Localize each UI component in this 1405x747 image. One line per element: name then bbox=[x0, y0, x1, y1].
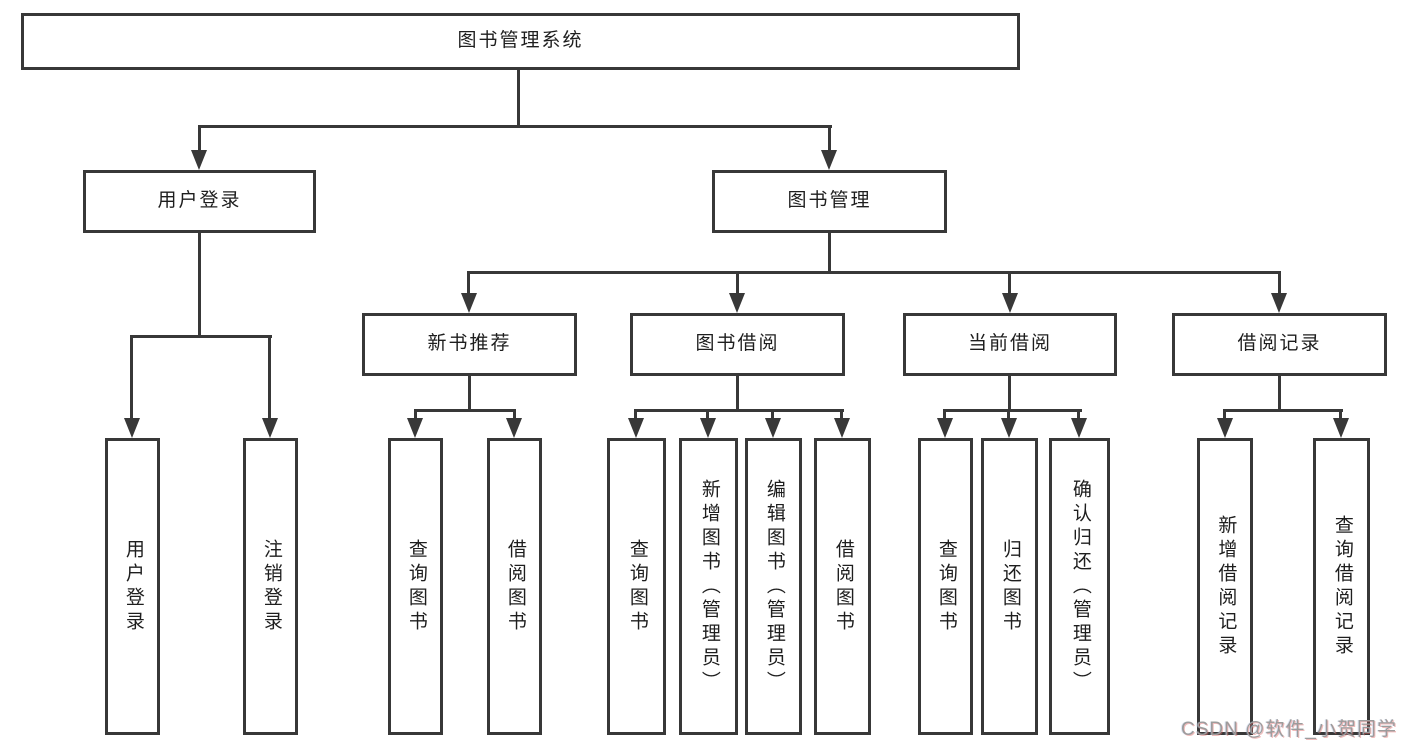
leaf-borrow-add-books-admin: 新增图书（管理员） bbox=[679, 438, 738, 735]
connector-userlogin-rail bbox=[131, 335, 272, 338]
connector-bookmgmt-drop-1 bbox=[467, 271, 470, 296]
connector-bookmgmt-stem bbox=[828, 233, 831, 271]
arrowhead-leaf-user-login bbox=[124, 418, 140, 438]
connector-bookborrow-drop-2 bbox=[706, 409, 709, 420]
connector-records-rail bbox=[1224, 409, 1343, 412]
node-user-login: 用户登录 bbox=[83, 170, 316, 233]
leaf-newbook-borrow-books: 借阅图书 bbox=[487, 438, 542, 735]
arrowhead-current-borrow bbox=[1002, 293, 1018, 313]
connector-root-stem bbox=[517, 70, 520, 125]
arrowhead-leaf-logout-login bbox=[262, 418, 278, 438]
arrowhead-user-login bbox=[191, 150, 207, 170]
connector-userlogin-stem bbox=[198, 233, 201, 335]
arrowhead-bookborrow-query bbox=[628, 418, 644, 438]
arrowhead-newbook-borrow bbox=[506, 418, 522, 438]
arrowhead-bookborrow-add bbox=[700, 418, 716, 438]
connector-records-drop-2 bbox=[1339, 409, 1342, 420]
connector-bookborrow-drop-3 bbox=[771, 409, 774, 420]
connector-bookmgmt-drop-3 bbox=[1008, 271, 1011, 296]
arrowhead-currentborrow-return bbox=[1001, 418, 1017, 438]
csdn-watermark: CSDN @软件_小贺同学 bbox=[1181, 719, 1397, 740]
arrowhead-records-add bbox=[1217, 418, 1233, 438]
connector-bookborrow-drop-4 bbox=[840, 409, 843, 420]
connector-userlogin-drop-1 bbox=[130, 335, 133, 420]
arrowhead-bookborrow-edit bbox=[765, 418, 781, 438]
leaf-records-add-record: 新增借阅记录 bbox=[1197, 438, 1253, 735]
leaf-borrow-query-books: 查询图书 bbox=[607, 438, 666, 735]
connector-root-drop-left bbox=[198, 125, 201, 153]
connector-root-drop-right bbox=[828, 125, 831, 153]
leaf-borrow-borrow-books: 借阅图书 bbox=[814, 438, 871, 735]
node-borrow-records: 借阅记录 bbox=[1172, 313, 1387, 376]
leaf-current-query-books: 查询图书 bbox=[918, 438, 973, 735]
arrowhead-bookborrow-borrow bbox=[834, 418, 850, 438]
arrowhead-records-query bbox=[1333, 418, 1349, 438]
connector-userlogin-drop-2 bbox=[268, 335, 271, 420]
connector-currentborrow-rail bbox=[944, 409, 1082, 412]
node-book-management: 图书管理 bbox=[712, 170, 947, 233]
connector-bookborrow-rail bbox=[635, 409, 844, 412]
connector-currentborrow-stem bbox=[1008, 376, 1011, 409]
node-root-system: 图书管理系统 bbox=[21, 13, 1020, 70]
node-new-book-recommend: 新书推荐 bbox=[362, 313, 577, 376]
connector-records-drop-1 bbox=[1223, 409, 1226, 420]
connector-bookmgmt-drop-2 bbox=[736, 271, 739, 296]
leaf-borrow-edit-books-admin: 编辑图书（管理员） bbox=[745, 438, 802, 735]
arrowhead-currentborrow-query bbox=[937, 418, 953, 438]
leaf-records-query-record: 查询借阅记录 bbox=[1313, 438, 1370, 735]
arrowhead-new-book-recommend bbox=[461, 293, 477, 313]
leaf-current-return-books: 归还图书 bbox=[981, 438, 1038, 735]
arrowhead-book-management bbox=[821, 150, 837, 170]
node-current-borrow: 当前借阅 bbox=[903, 313, 1117, 376]
connector-newbook-drop-1 bbox=[414, 409, 417, 420]
connector-newbook-drop-2 bbox=[513, 409, 516, 420]
arrowhead-currentborrow-confirm bbox=[1071, 418, 1087, 438]
node-book-borrow: 图书借阅 bbox=[630, 313, 845, 376]
connector-bookborrow-drop-1 bbox=[634, 409, 637, 420]
connector-currentborrow-drop-3 bbox=[1077, 409, 1080, 420]
leaf-logout-login: 注销登录 bbox=[243, 438, 298, 735]
connector-records-stem bbox=[1278, 376, 1281, 409]
connector-bookmgmt-drop-4 bbox=[1278, 271, 1281, 296]
connector-newbook-rail bbox=[414, 409, 516, 412]
arrowhead-borrow-records bbox=[1271, 293, 1287, 313]
leaf-current-confirm-return-admin: 确认归还（管理员） bbox=[1049, 438, 1110, 735]
arrowhead-book-borrow bbox=[729, 293, 745, 313]
connector-currentborrow-drop-1 bbox=[943, 409, 946, 420]
leaf-user-login: 用户登录 bbox=[105, 438, 160, 735]
leaf-newbook-query-books: 查询图书 bbox=[388, 438, 443, 735]
connector-bookmgmt-rail bbox=[468, 271, 1281, 274]
connector-root-rail bbox=[198, 125, 832, 128]
connector-newbook-stem bbox=[468, 376, 471, 409]
connector-bookborrow-stem bbox=[736, 376, 739, 409]
arrowhead-newbook-query bbox=[407, 418, 423, 438]
connector-currentborrow-drop-2 bbox=[1007, 409, 1010, 420]
